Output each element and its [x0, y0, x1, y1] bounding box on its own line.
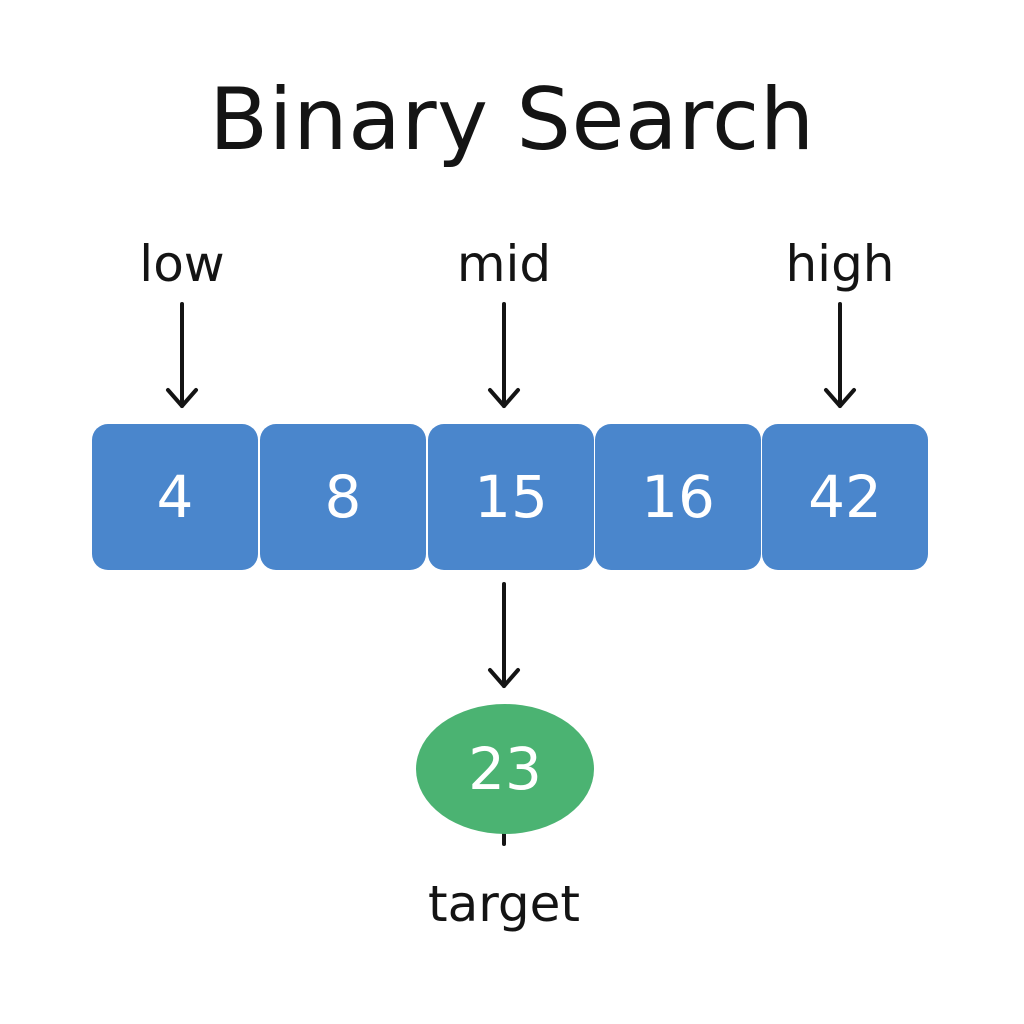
low-pointer-label: low	[139, 235, 225, 293]
high-arrow-icon	[824, 302, 856, 408]
array-cell-mid: 15	[428, 424, 594, 570]
high-pointer-label: high	[785, 235, 895, 293]
target-label: target	[427, 875, 581, 933]
mid-to-target-arrow-icon	[488, 582, 520, 688]
mid-pointer-label: mid	[456, 235, 552, 293]
array-cell: 42	[762, 424, 928, 570]
array-cell: 8	[260, 424, 426, 570]
target-value-oval: 23	[416, 704, 594, 834]
array-cell: 16	[595, 424, 761, 570]
mid-arrow-icon	[488, 302, 520, 408]
array-cell: 4	[92, 424, 258, 570]
low-arrow-icon	[166, 302, 198, 408]
diagram-title: Binary Search	[209, 70, 815, 170]
